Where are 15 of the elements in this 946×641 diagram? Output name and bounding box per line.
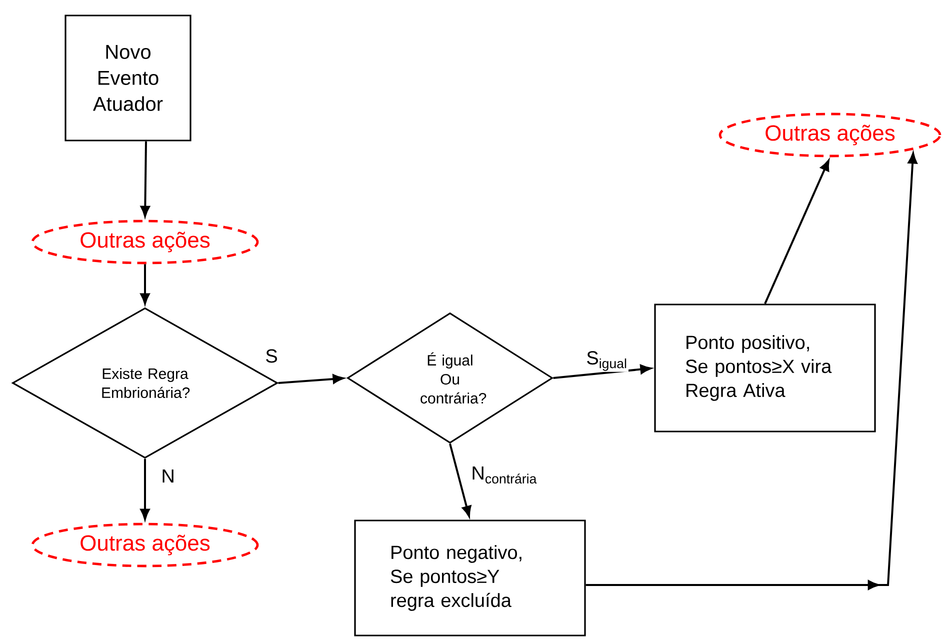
process-box: Ponto negativo, Se pontos≥Y regra excluída — [354, 520, 586, 636]
arrow — [140, 458, 150, 520]
arrow — [140, 141, 150, 217]
arrow — [278, 374, 344, 384]
arrow — [449, 444, 472, 517]
edge-label: S — [264, 348, 279, 364]
process-box: Ponto positivo, Se pontos≥X vira Regra Ativa — [654, 304, 876, 432]
edge-label: $\text{N}_{\text{contrária}}$ — [470, 465, 538, 485]
arrow — [764, 160, 830, 304]
edge-label: N — [160, 468, 176, 484]
edge-label: $\text{S}_{\text{igual}}$ — [585, 350, 628, 372]
arrow — [553, 364, 652, 379]
arrow — [586, 152, 918, 590]
process-box: Novo Evento Atuador — [64, 14, 192, 142]
arrow — [140, 264, 150, 304]
